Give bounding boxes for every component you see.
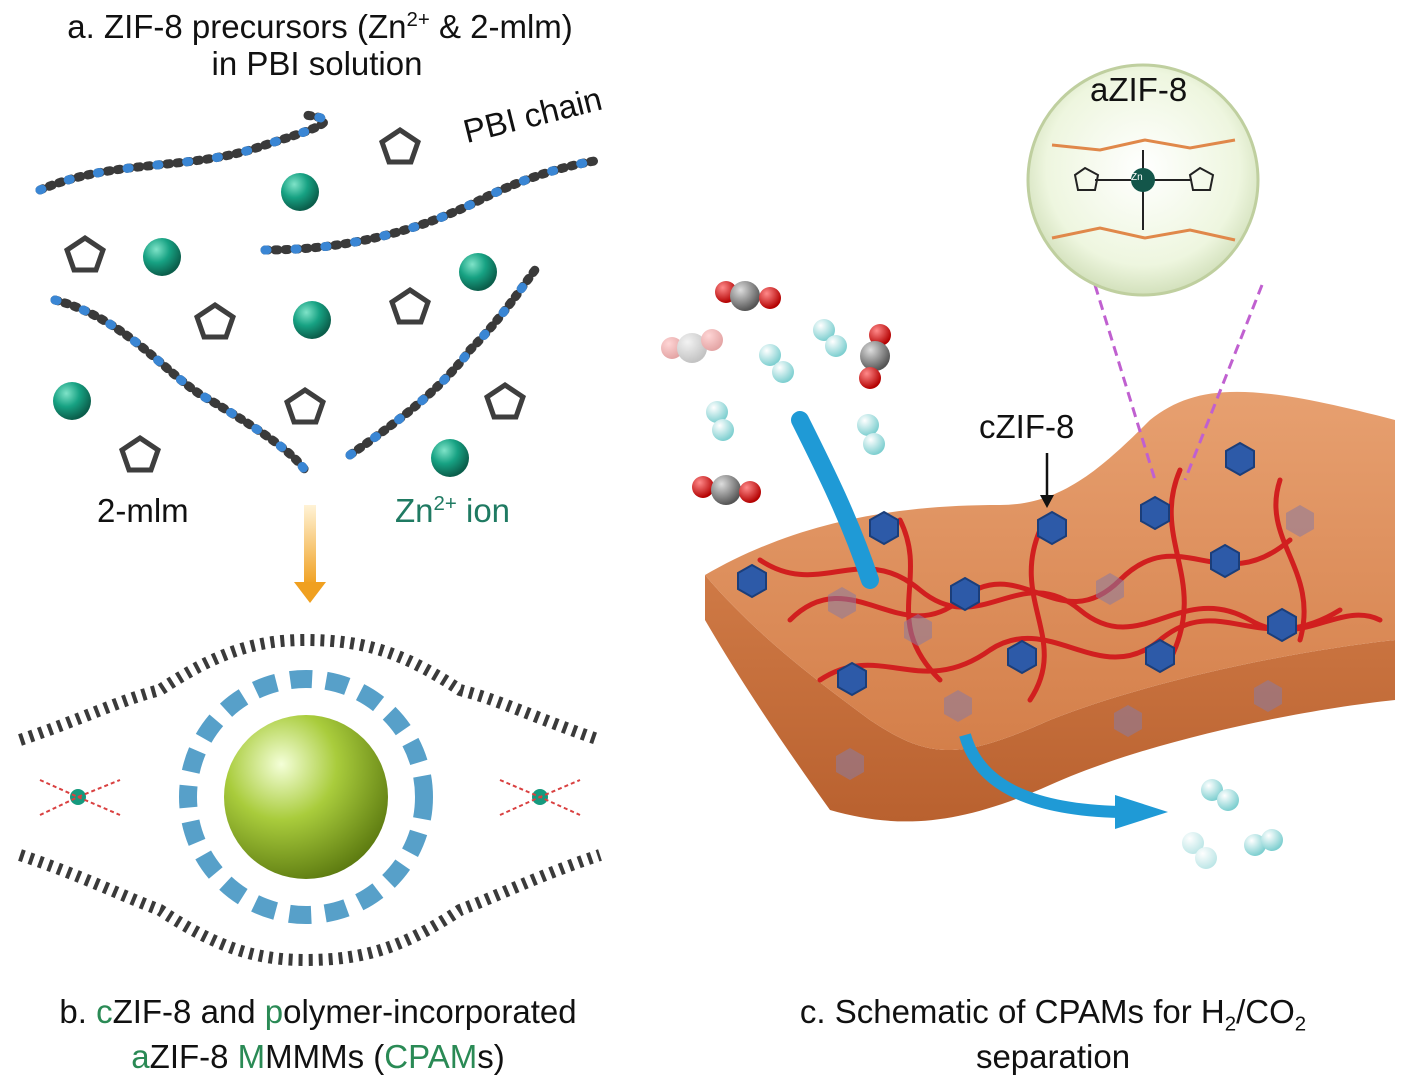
pbi-segment-bottom (1051, 226, 1236, 242)
czif-crystal (869, 510, 899, 546)
pbi-chain-3 (50, 295, 310, 475)
zinc-ion (431, 439, 469, 477)
pbi-segment-top (1051, 138, 1236, 152)
membrane (705, 391, 1395, 822)
co2-molecule (692, 475, 761, 505)
czif-crystals (737, 441, 1297, 697)
zinc-ion (293, 301, 331, 339)
mim-ring (388, 286, 432, 325)
cpam-cage (18, 633, 602, 967)
zn-ion-label: Zn2+ ion (395, 492, 511, 529)
panel-c-title-line2: separation (975, 1038, 1131, 1075)
zn-atom-label: Zn (1131, 172, 1143, 183)
co2-molecule (859, 324, 891, 389)
h2-molecule (857, 414, 885, 455)
faded-crystals (828, 505, 1314, 780)
pbi-chain-1 (35, 110, 329, 195)
co2-molecule (715, 281, 781, 311)
azif-label: aZIF-8 (1090, 71, 1188, 108)
zinc-ion (53, 382, 91, 420)
czif-crystal (1145, 638, 1175, 674)
mim-label: 2-mlm (97, 492, 189, 529)
azif-core-sphere (224, 715, 388, 879)
h2-molecules (706, 319, 1283, 869)
feed-pipe (791, 411, 879, 589)
h2-molecule (813, 319, 847, 357)
panel-c-title: c. Schematic of CPAMs for H2/CO2 (799, 993, 1307, 1036)
h2-molecule (1244, 829, 1283, 856)
cage-chain-bottom (18, 849, 602, 967)
czif-crystal (950, 576, 980, 612)
panel-a-title-line2: in PBI solution (211, 45, 423, 82)
czif-crystal (1037, 510, 1067, 546)
down-arrow (294, 505, 326, 603)
zinc-ion (143, 238, 181, 276)
czif-crystal (737, 563, 767, 599)
mim-ring (283, 386, 327, 425)
czif-crystal (1210, 543, 1240, 579)
co2-molecule-faded (661, 329, 723, 363)
permeate-arrow (959, 733, 1168, 829)
zinc-ion (281, 173, 319, 211)
mim-ring (193, 301, 237, 340)
czif-label: cZIF-8 (979, 408, 1075, 445)
czif-crystal (837, 661, 867, 697)
h2-molecule (759, 344, 794, 383)
mim-ring (483, 381, 527, 420)
membrane-top (705, 391, 1395, 750)
pbi-chain-4 (345, 265, 540, 460)
zif-framework (179, 670, 433, 924)
panel-b-title: b. cZIF-8 and polymer-incorporated (59, 993, 577, 1030)
czif-crystal (1225, 441, 1255, 477)
pbi-chains-n (35, 110, 605, 475)
czif-crystal (1267, 607, 1297, 643)
zinc-ion (459, 253, 497, 291)
zinc-ions (53, 173, 497, 477)
panel-a-title: a. ZIF-8 precursors (Zn2+ & 2-mlm) (67, 8, 573, 45)
h2-molecule (706, 401, 734, 441)
zn-atom (1131, 168, 1155, 192)
mim-ring (378, 126, 422, 165)
mim-ring (63, 234, 107, 273)
azif-lens (1026, 63, 1264, 481)
membrane-side (705, 575, 1395, 822)
mim-ring (118, 434, 162, 473)
h2-molecule (1201, 779, 1239, 811)
czif-crystal (1007, 639, 1037, 675)
co2-molecules (661, 281, 891, 505)
czif-crystal (1140, 495, 1170, 531)
mim-molecules (63, 126, 527, 473)
h2-molecule (1182, 832, 1217, 869)
panel-b-title-line2: aZIF-8 MMMMs (CPAMs) (131, 1038, 505, 1075)
